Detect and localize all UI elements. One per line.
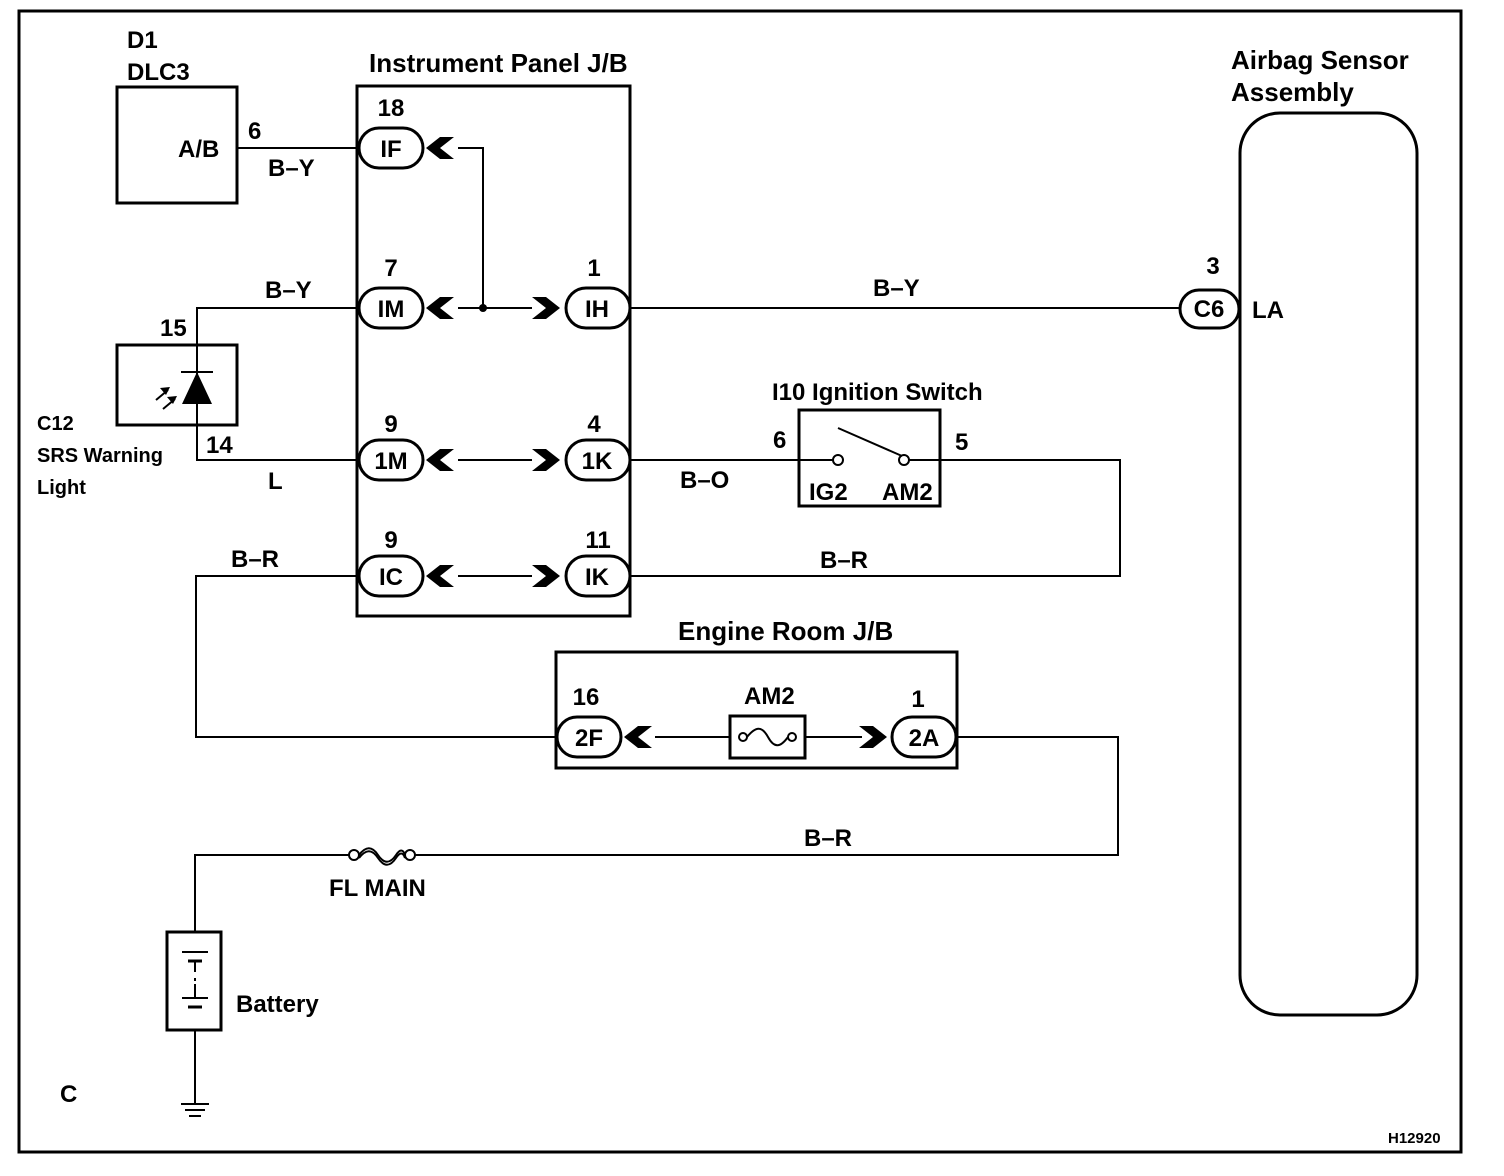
connector-if-pin: 18: [378, 95, 405, 122]
connector-2a: 2A 1: [859, 686, 958, 759]
srs-light-pin-bottom: 14: [206, 432, 233, 459]
connector-1m-pin: 9: [384, 411, 397, 438]
wire-label-ic-2f: B–R: [231, 546, 279, 573]
diagram-frame: [17, 9, 1463, 1154]
led-icon: [182, 372, 212, 404]
ignition-term-am2: AM2: [882, 479, 933, 506]
connector-2a-pin: 1: [911, 686, 924, 713]
connector-ih: IH 1: [532, 255, 632, 330]
instrument-jb-title: Instrument Panel J/B: [369, 48, 628, 78]
corner-label: C: [60, 1081, 77, 1108]
light-emission-icon: [155, 387, 177, 410]
connector-ic-pin: 9: [384, 527, 397, 554]
connector-2a-label: 2A: [909, 725, 940, 752]
ignition-pin-right: 5: [955, 429, 968, 456]
battery: Battery: [165, 930, 319, 1032]
connector-ik: IK 11: [532, 527, 632, 598]
connector-1m-label: 1M: [374, 448, 407, 475]
instrument-panel-jb: Instrument Panel J/B: [355, 48, 632, 618]
connector-if-label: IF: [380, 136, 401, 163]
dlc3-code: D1: [127, 27, 158, 54]
fuse-icon: [746, 727, 789, 747]
connector-ic-label: IC: [379, 564, 403, 591]
wire-label-fl-2a: B–R: [804, 825, 852, 852]
connector-1k-label: 1K: [582, 448, 613, 475]
connector-1k-terminal-icon: [532, 449, 560, 471]
connector-im-label: IM: [378, 296, 405, 323]
connector-2f-terminal-icon: [624, 726, 652, 748]
wire-label-ih-airbag: B–Y: [873, 275, 920, 302]
connector-1m-terminal-icon: [426, 449, 454, 471]
connector-ih-terminal-icon: [532, 297, 560, 319]
connector-1m: 1M 9: [357, 411, 454, 482]
wire-label-light-im: B–Y: [265, 277, 312, 304]
connector-ih-label: IH: [585, 296, 609, 323]
airbag-terminal-la: LA: [1252, 297, 1284, 324]
wire-light-to-1m: [196, 425, 359, 461]
airbag-sensor-assembly: Airbag Sensor Assembly C6 3 LA: [1178, 45, 1419, 1017]
wire-label-ik-switch: B–R: [820, 547, 868, 574]
switch-blade-icon: [837, 427, 903, 457]
fuse-am2-label: AM2: [744, 683, 795, 710]
srs-light-name-line1: SRS Warning: [37, 445, 163, 467]
connector-ic: IC 9: [357, 527, 454, 598]
wire-2a-to-fl: [412, 736, 1119, 856]
fuse-am2: [728, 714, 807, 760]
wire-ic-to-2f: [195, 575, 557, 738]
engine-jb-title: Engine Room J/B: [678, 616, 893, 646]
ignition-switch-title: I10 Ignition Switch: [772, 379, 983, 406]
wire-label-1k-switch: B–O: [680, 467, 729, 494]
connector-2a-terminal-icon: [859, 726, 887, 748]
wire-label-dlc-if: B–Y: [268, 155, 315, 182]
connector-2f: 2F 16: [555, 684, 652, 759]
connector-im: IM 7: [357, 255, 454, 330]
battery-label: Battery: [236, 991, 319, 1018]
connector-2f-pin: 16: [573, 684, 600, 711]
connector-ih-pin: 1: [587, 255, 600, 282]
connector-im-terminal-icon: [426, 297, 454, 319]
fl-main-label: FL MAIN: [329, 875, 426, 902]
dlc3-pin: 6: [248, 118, 261, 145]
wire-if-splice: [458, 147, 484, 308]
srs-light-pin-top: 15: [160, 315, 187, 342]
srs-warning-light: 15 14 C12 SRS Warning Light: [37, 315, 239, 499]
connector-c6-label: C6: [1194, 296, 1225, 323]
wire-fl-to-battery: [194, 854, 349, 932]
ignition-pin-left: 6: [773, 427, 786, 454]
engine-room-jb: Engine Room J/B AM2: [554, 616, 959, 770]
airbag-title-line1: Airbag Sensor: [1231, 45, 1409, 75]
fl-main-fusible-link: FL MAIN: [329, 847, 426, 902]
connector-ic-terminal-icon: [426, 565, 454, 587]
connector-ik-pin: 11: [585, 527, 610, 554]
connector-im-pin: 7: [384, 255, 397, 282]
ignition-switch: I10 Ignition Switch 6 5 IG2 AM2: [772, 379, 983, 508]
ignition-term-ig2: IG2: [809, 479, 848, 506]
connector-1k: 1K 4: [532, 411, 632, 482]
connector-ik-terminal-icon: [532, 565, 560, 587]
figure-id: H12920: [1388, 1130, 1441, 1147]
wire-label-light-1m: L: [268, 468, 283, 495]
dlc3-connector: D1 DLC3 A/B 6: [115, 27, 261, 205]
airbag-title-line2: Assembly: [1231, 77, 1354, 107]
connector-1k-pin: 4: [587, 411, 601, 438]
connector-c6-pin: 3: [1206, 253, 1219, 280]
connector-2f-label: 2F: [575, 725, 603, 752]
connector-ik-label: IK: [585, 564, 610, 591]
wire-light-to-im: [196, 307, 359, 345]
srs-light-name-line2: Light: [37, 477, 86, 499]
connector-if: IF 18: [357, 95, 454, 170]
srs-light-code: C12: [37, 413, 74, 435]
dlc3-name: DLC3: [127, 59, 190, 86]
ground-icon: [181, 1103, 209, 1117]
dlc3-pin-label: A/B: [178, 136, 219, 163]
wire-am2-to-ik: [630, 459, 1121, 577]
connector-if-terminal-icon: [426, 137, 454, 159]
